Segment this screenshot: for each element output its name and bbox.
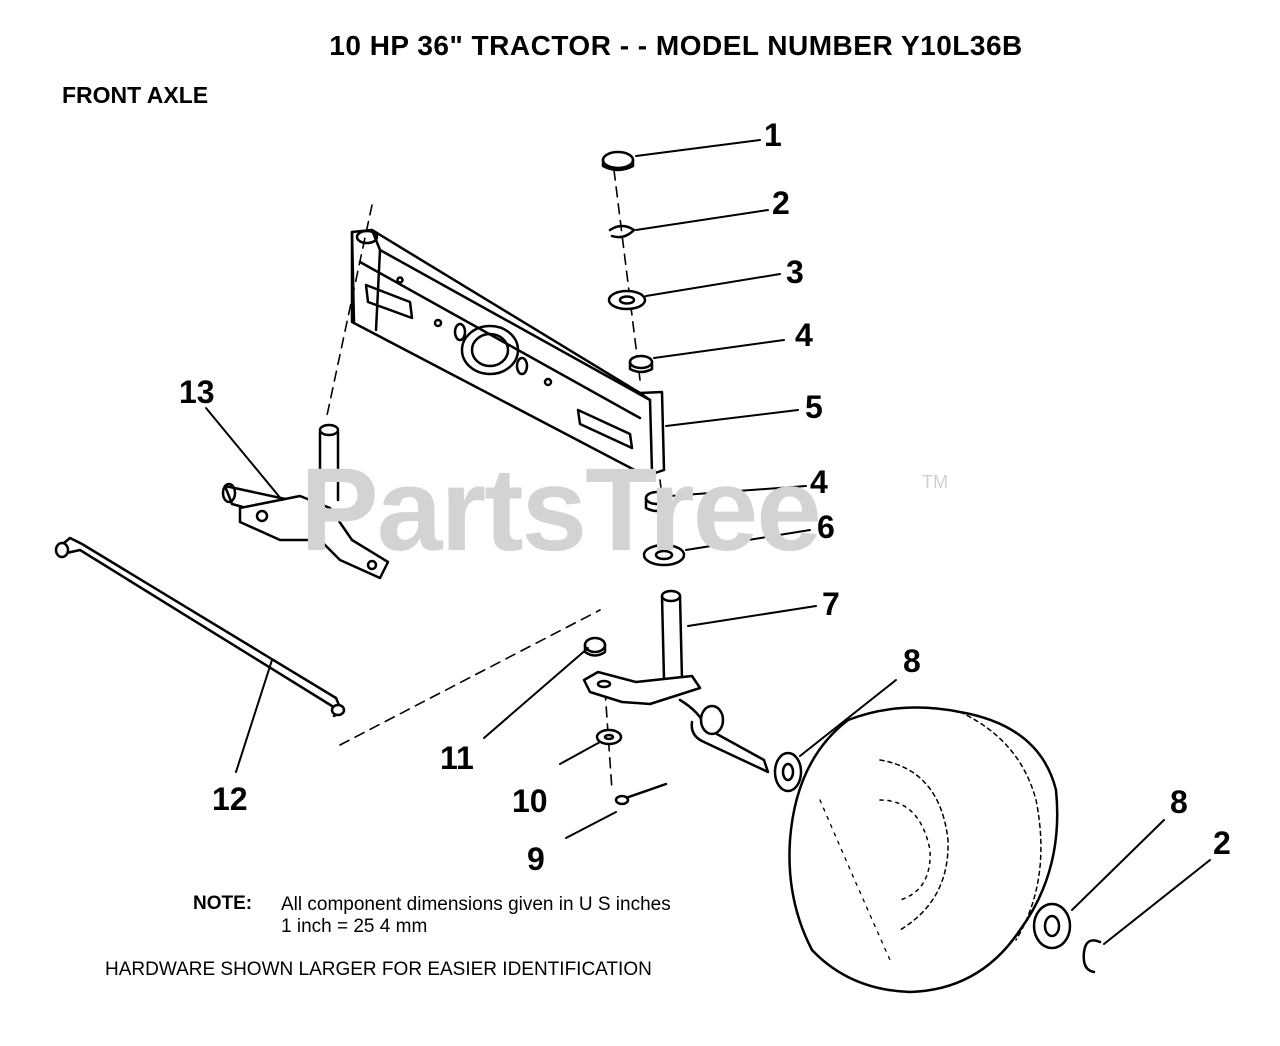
- washer-6: [642, 543, 686, 567]
- cap-side: [601, 158, 635, 172]
- callout-11: 11: [440, 740, 474, 776]
- callout-4: 4: [795, 317, 813, 353]
- hardware-note: HARDWARE SHOWN LARGER FOR EASIER IDENTIF…: [105, 959, 652, 980]
- leader-lines: [205, 139, 1211, 945]
- front-axle-beam: [350, 228, 666, 478]
- callout-4-lower: 4: [810, 464, 828, 500]
- callout-10: 10: [512, 783, 548, 819]
- washer-10: [595, 728, 623, 746]
- callout-13: 13: [179, 374, 215, 410]
- front-tire: [788, 706, 1059, 994]
- spindle-right: [582, 589, 770, 774]
- trademark-symbol: TM: [922, 472, 948, 492]
- callout-1: 1: [764, 117, 782, 153]
- callout-3: 3: [786, 254, 804, 290]
- callout-9: 9: [527, 841, 545, 877]
- washer-3: [607, 289, 647, 311]
- callout-2: 2: [772, 185, 790, 221]
- callout-6: 6: [817, 509, 835, 545]
- cap: [601, 150, 635, 170]
- note-dimensions: All component dimensions given in U S in…: [281, 894, 671, 915]
- note-label: NOTE:: [193, 893, 253, 914]
- section-title: FRONT AXLE: [62, 82, 209, 108]
- callout-5: 5: [805, 389, 823, 425]
- assembly-axis-lines: [325, 169, 671, 791]
- callout-8: 8: [903, 643, 921, 679]
- washer-8-lower: [1032, 902, 1072, 950]
- watermark-logo: PartsTree: [300, 444, 822, 576]
- washer-8-upper: [773, 751, 803, 793]
- drag-link: [54, 536, 346, 718]
- bushing-upper: [628, 354, 654, 370]
- page-title: 10 HP 36" TRACTOR - - MODEL NUMBER Y10L3…: [329, 30, 1023, 61]
- callout-8-lower: 8: [1170, 784, 1188, 820]
- callout-2-lower: 2: [1213, 825, 1231, 861]
- callout-7: 7: [822, 586, 840, 622]
- note-conversion: 1 inch = 25 4 mm: [281, 916, 428, 937]
- retaining-ring-lower: [1082, 939, 1102, 974]
- spindle-left: [221, 423, 390, 580]
- retaining-ring-upper: [608, 224, 636, 239]
- flange-bushing-11: [583, 636, 607, 654]
- callout-12: 12: [212, 781, 248, 817]
